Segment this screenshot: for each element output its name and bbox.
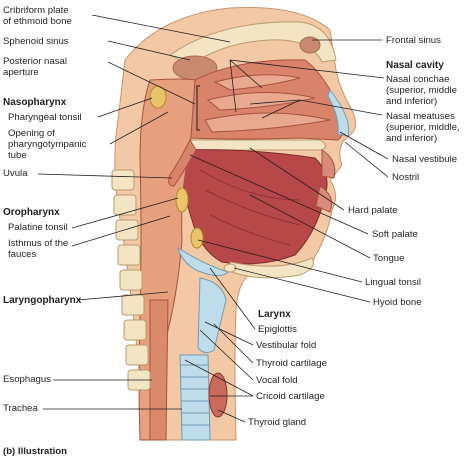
label-isthmus-of-fauces: Isthmus of the fauces [8,238,69,260]
label-nostril: Nostril [392,172,420,183]
label-trachea: Trachea [3,403,38,414]
header-nasopharynx: Nasopharynx [3,97,67,108]
label-tongue: Tongue [373,253,405,264]
label-nasal-vestibule: Nasal vestibule [392,154,458,165]
label-soft-palate: Soft palate [372,229,418,240]
label-lingual-tonsil: Lingual tonsil [365,277,422,288]
figure-caption: (b) Illustration [3,446,67,457]
label-esophagus: Esophagus [3,374,52,385]
label-hard-palate: Hard palate [348,205,398,216]
header-nasal-cavity: Nasal cavity [386,60,444,71]
thyroid-gland-shape [208,372,228,418]
soft-palate-uvula [168,138,197,187]
nasopharynx-bracket [196,85,200,131]
label-vestibular-fold: Vestibular fold [256,340,317,351]
header-laryngopharynx: Laryngopharynx [3,295,82,306]
label-epiglottis: Epiglottis [258,324,297,335]
lingual-tonsil-shape [190,227,204,249]
label-sphenoid-sinus: Sphenoid sinus [3,36,69,47]
inferior-concha [204,112,331,133]
label-cricoid-cartilage: Cricoid cartilage [256,391,325,402]
larynx-cartilage [197,277,227,354]
label-pharyngeal-tonsil: Pharyngeal tonsil [8,112,82,123]
leader-lines [37,14,389,423]
label-pharyngotympanic-tube: Opening of pharyngotympanic tube [8,128,87,161]
esophagus-tube [149,299,169,441]
hard-palate-bone [189,139,326,151]
label-uvula: Uvula [3,168,28,179]
header-oropharynx: Oropharynx [3,207,60,218]
label-vocal-fold: Vocal fold [256,375,298,386]
label-palatine-tonsil: Palatine tonsil [8,222,68,233]
label-hyoid-bone: Hyoid bone [373,297,422,308]
cranial-bone [169,21,337,66]
label-nasal-conchae: Nasal conchae (superior, middle and infe… [386,74,457,107]
tongue-fibers [199,169,301,246]
frontal-sinus-cavity [299,36,321,54]
palatine-tonsil-shape [175,187,189,213]
mandible [229,257,314,279]
trachea-rings [179,354,211,441]
tongue-muscle [179,149,328,265]
pharyngeal-tonsil-shape [149,85,167,109]
label-thyroid-gland: Thyroid gland [248,417,307,428]
label-thyroid-cartilage: Thyroid cartilage [256,358,327,369]
label-frontal-sinus: Frontal sinus [386,35,441,46]
hyoid-shape [223,263,237,273]
nasal-conchae [213,74,301,91]
label-cribriform-plate: Cribriform plate of ethmoid bone [3,5,72,27]
header-larynx: Larynx [258,309,291,320]
lower-lip [315,185,333,213]
middle-concha [206,91,316,111]
upper-lip [321,149,336,179]
label-posterior-nasal-aperture: Posterior nasal aperture [3,56,67,78]
label-nasal-meatuses: Nasal meatuses (superior, middle, and in… [386,111,460,144]
